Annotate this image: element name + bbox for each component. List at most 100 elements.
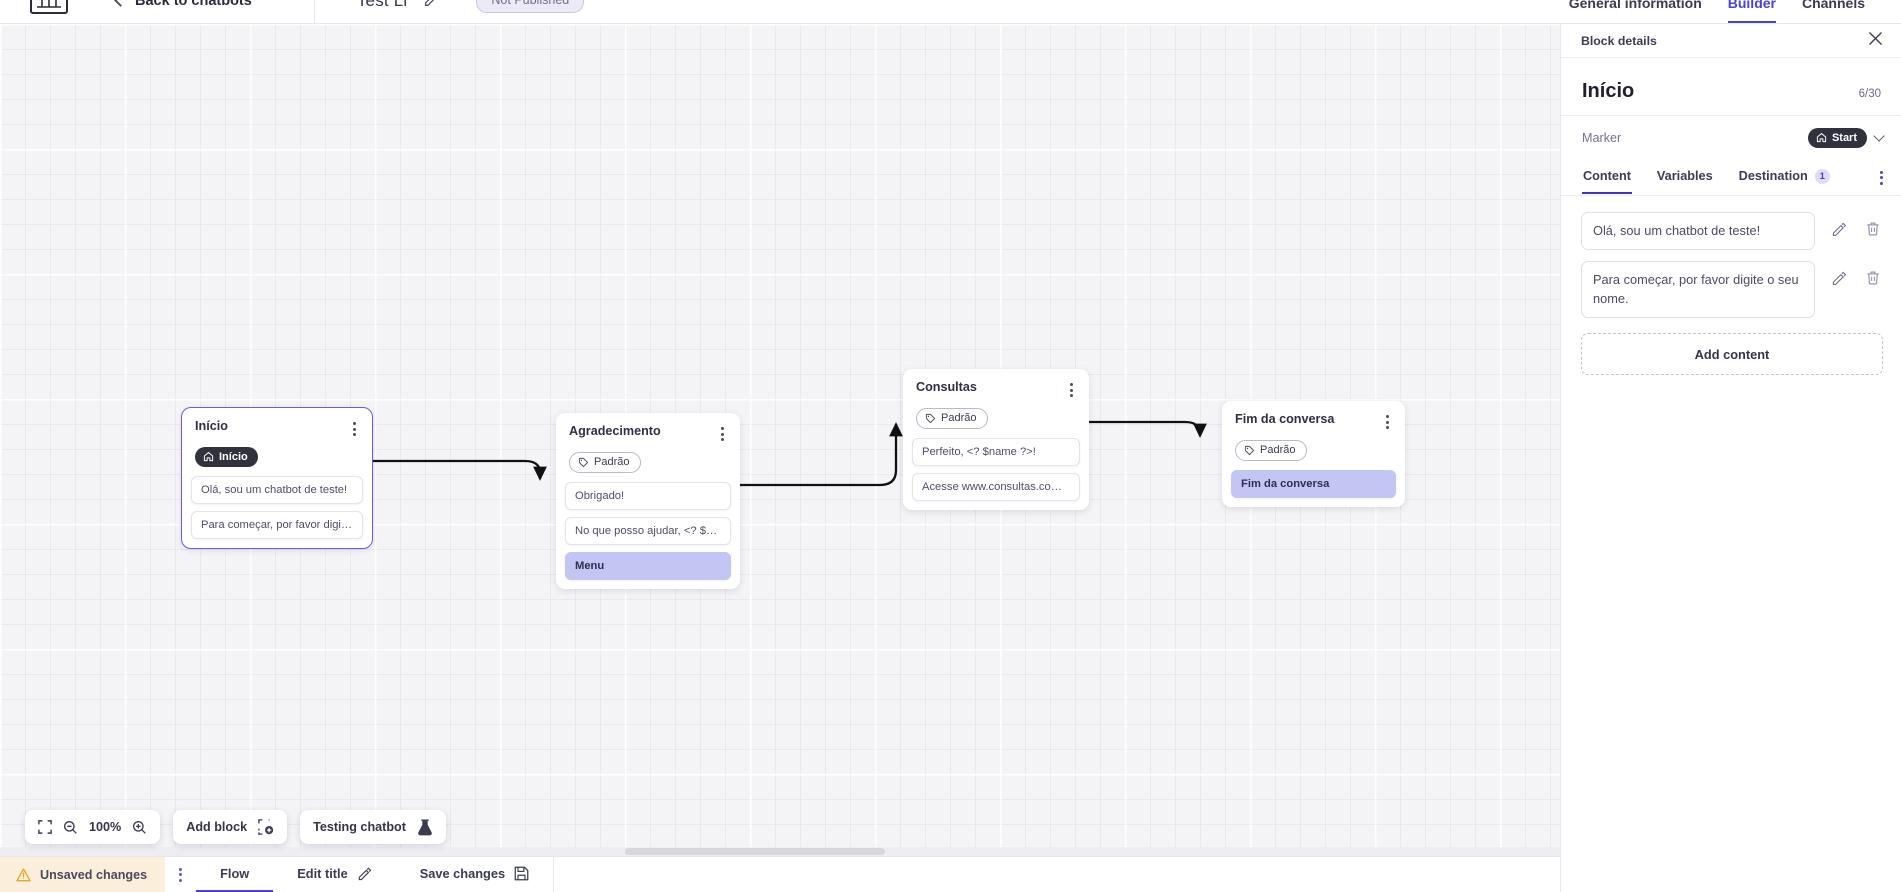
panel-tab-destination[interactable]: Destination 1 [1738,161,1831,195]
node-header: Consultas Padrão [903,369,1089,438]
save-changes-label: Save changes [419,866,506,881]
back-to-chatbots-button[interactable]: Back to chatbots [114,0,252,9]
node-title: Início [195,419,228,433]
zoom-in-icon[interactable] [132,820,147,835]
block-counter: 6/30 [1858,88,1881,100]
panel-tabs: Content Variables Destination 1 [1561,161,1901,196]
panel-tab-content[interactable]: Content [1582,161,1632,194]
marker-row: Marker Start [1561,116,1901,161]
flow-canvas[interactable]: Início Início Olá, sou um chatbot de tes… [0,24,1560,856]
node-badge-padrao: Padrão [1235,440,1308,461]
node-menu-button[interactable] [718,425,727,443]
tab-channels[interactable]: Channels [1801,0,1865,11]
panel-tab-variables[interactable]: Variables [1656,161,1714,194]
main-tabs: General information Builder Channels [1560,0,1901,24]
unsaved-changes-label: Unsaved changes [40,867,148,882]
fit-screen-icon[interactable] [38,820,52,834]
status-menu-button[interactable] [165,857,196,892]
destination-count-badge: 1 [1814,168,1830,184]
panel-title-row: Início 6/30 [1561,58,1901,116]
header-divider [313,0,315,24]
flow-node-fim-da-conversa[interactable]: Fim da conversa Padrão Fim da conversa [1222,401,1405,507]
bottom-status-bar: Unsaved changes Flow Edit title Save cha… [0,856,1560,892]
chevron-left-icon [114,0,127,7]
panel-tab-label: Content [1583,169,1631,183]
tab-builder[interactable]: Builder [1727,0,1776,23]
block-details-panel: Block details Início 6/30 Marker Start C… [1560,24,1901,892]
node-badge-start: Início [195,447,258,467]
add-block-label: Add block [186,820,248,834]
node-title: Consultas [916,380,977,394]
page-title: Início [1582,80,1635,102]
edit-content-icon[interactable] [1831,270,1847,291]
status-tab-flow[interactable]: Flow [196,857,274,892]
node-item[interactable]: Olá, sou um chatbot de teste! [191,476,363,504]
marker-value: Start [1831,131,1857,144]
node-title: Agradecimento [569,424,661,438]
add-block-icon [258,819,274,835]
delete-content-icon[interactable] [1865,221,1881,242]
flask-icon [417,819,433,836]
tab-general-information[interactable]: General information [1568,0,1702,11]
status-badge: Not Published [476,0,585,13]
edit-title-label: Edit title [297,866,348,881]
home-icon [203,452,214,462]
node-item[interactable]: No que posso ajudar, <? $name ... [565,516,731,545]
tag-icon [925,413,936,423]
marker-badge: Start [1807,128,1867,148]
flow-node-consultas[interactable]: Consultas Padrão Perfeito, <? $name ?>! … [903,369,1089,510]
panel-tab-label: Destination [1738,169,1808,183]
node-item[interactable]: Perfeito, <? $name ?>! [912,437,1080,466]
node-badge-label: Início [219,450,248,463]
save-disk-icon [514,866,529,881]
node-item[interactable]: Obrigado! [565,481,731,510]
content-text[interactable]: Para começar, por favor digite o seu nom… [1581,261,1815,319]
edit-title-pencil-icon[interactable] [423,0,440,12]
marker-select[interactable]: Start [1807,128,1885,148]
node-item[interactable]: Menu [565,551,731,580]
zoom-level-label: 100% [89,820,122,834]
node-header: Fim da conversa Padrão [1222,401,1405,470]
node-badge-label: Padrão [941,412,977,424]
save-changes-button[interactable]: Save changes [396,857,553,892]
testing-chatbot-button[interactable]: Testing chatbot [300,810,446,844]
flow-label: Flow [220,866,250,881]
node-badge-label: Padrão [1260,444,1296,456]
node-title: Fim da conversa [1235,412,1335,426]
status-spacer [553,857,1560,892]
panel-tab-label: Variables [1656,169,1713,183]
edit-content-icon[interactable] [1831,221,1847,242]
back-to-chatbots-label: Back to chatbots [135,0,252,9]
node-menu-button[interactable] [1383,413,1392,431]
edit-title-button[interactable]: Edit title [273,857,395,892]
delete-content-icon[interactable] [1865,270,1881,291]
product-logo [30,0,68,14]
testing-chatbot-label: Testing chatbot [313,820,406,834]
canvas-horizontal-scrollbar[interactable] [0,847,1560,856]
add-block-button[interactable]: Add block [173,810,288,844]
panel-tabs-menu-button[interactable] [1876,169,1887,187]
scrollbar-thumb[interactable] [625,848,885,855]
content-text[interactable]: Olá, sou um chatbot de teste! [1581,211,1815,251]
node-item[interactable]: Acesse www.consultas.com par... [912,472,1080,501]
marker-label: Marker [1582,130,1622,145]
node-item[interactable]: Fim da conversa [1231,469,1396,498]
flow-node-agradecimento[interactable]: Agradecimento Padrão Obrigado! No que po… [556,413,740,589]
content-row-actions [1815,261,1883,291]
panel-header: Block details [1561,24,1901,58]
unsaved-changes-indicator: Unsaved changes [0,857,166,892]
node-menu-button[interactable] [1067,381,1076,399]
node-badge-label: Padrão [594,456,630,468]
tag-icon [1244,445,1255,455]
node-menu-button[interactable] [350,420,359,438]
zoom-controls: 100% [25,810,161,844]
flow-node-inicio[interactable]: Início Início Olá, sou um chatbot de tes… [181,407,373,549]
node-items: Obrigado! No que posso ajudar, <? $name … [556,481,740,580]
node-items: Fim da conversa [1222,469,1405,498]
close-icon[interactable] [1868,31,1883,51]
node-item[interactable]: Para começar, por favor digite o ... [191,511,363,539]
zoom-out-icon[interactable] [63,820,78,835]
content-row: Olá, sou um chatbot de teste! [1581,211,1883,251]
add-content-button[interactable]: Add content [1581,333,1883,376]
warning-icon [16,867,31,881]
